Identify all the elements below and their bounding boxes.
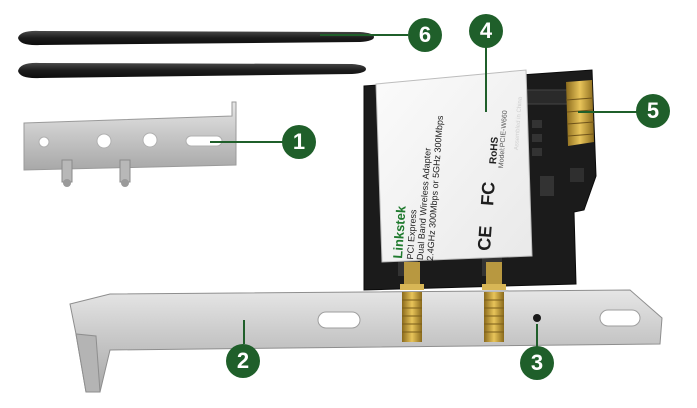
fc-mark: FC — [477, 181, 499, 207]
rohs-mark: RoHS — [488, 136, 501, 165]
antenna-top — [18, 30, 374, 46]
bracket-hole — [142, 132, 158, 148]
bracket-slot — [599, 309, 641, 327]
bracket-hole — [38, 136, 50, 148]
full-height-bracket — [69, 289, 663, 393]
callout-2: 2 — [226, 344, 260, 378]
wireless-module — [375, 69, 533, 263]
low-profile-bracket — [23, 101, 237, 187]
bracket-hole — [96, 133, 112, 149]
antenna-connector-left — [400, 262, 424, 342]
callout-1: 1 — [282, 125, 316, 159]
callout-lines — [210, 34, 638, 348]
ce-mark: CE — [474, 225, 496, 252]
led-hole — [533, 314, 541, 322]
callout-6: 6 — [408, 18, 442, 52]
callout-5: 5 — [636, 94, 670, 128]
callout-3: 3 — [520, 346, 554, 380]
bracket-slot — [317, 311, 361, 329]
callout-4: 4 — [469, 14, 503, 48]
antenna-connector-right — [482, 262, 506, 342]
antenna-bottom — [18, 62, 366, 79]
